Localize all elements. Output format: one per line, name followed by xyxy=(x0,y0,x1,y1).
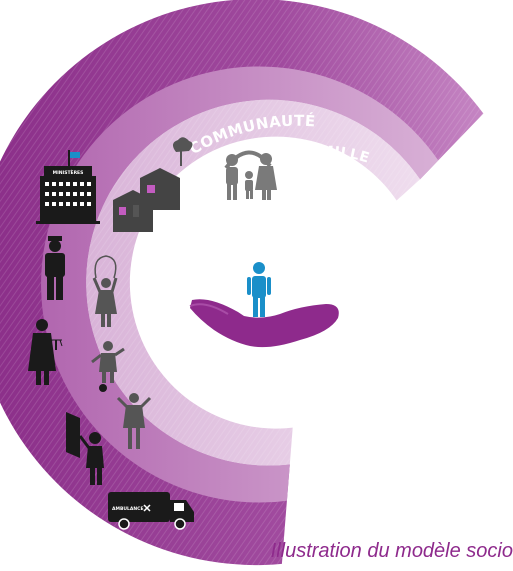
child-playing-ball-icon xyxy=(91,341,125,392)
child-waving-icon xyxy=(116,393,152,449)
diagram-caption: Illustration du modèle socio xyxy=(270,540,513,562)
family-people-icon xyxy=(224,150,277,200)
ministries-building-icon: MINISTÈRES xyxy=(36,150,100,224)
child-icon xyxy=(247,262,271,317)
open-hand-icon xyxy=(189,299,339,348)
houses-icon xyxy=(113,137,193,232)
teacher-icon xyxy=(66,412,104,485)
judge-icon xyxy=(28,319,63,385)
ministries-sign: MINISTÈRES xyxy=(53,168,84,176)
rings xyxy=(0,0,484,566)
ambulance-icon: AMBULANCE xyxy=(108,492,194,530)
ambulance-sign: AMBULANCE xyxy=(112,506,144,512)
child-jumping-rope-icon xyxy=(92,255,118,327)
police-officer-icon xyxy=(45,236,65,300)
